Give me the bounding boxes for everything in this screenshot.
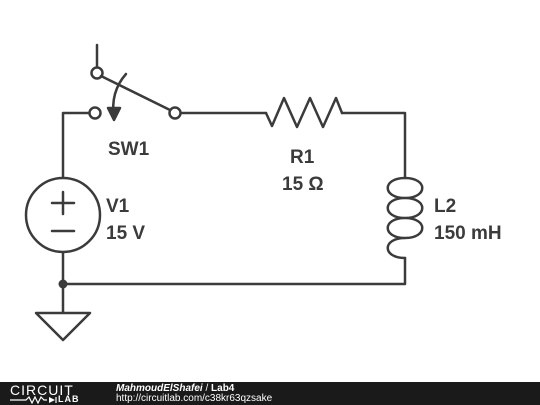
ground-symbol [34,311,92,342]
switch-right-terminal [168,106,182,120]
footer-bar: CIRCUIT LAB MahmoudElShafei / Lab4 http:… [0,382,540,405]
title-separator: / [202,383,212,394]
wire-resistor-to-inductor [340,111,407,180]
switch-arrow-head [106,106,122,122]
logo-resistor-icon [10,396,57,404]
inductor-label: L2 [434,196,456,217]
project-name-link[interactable]: Lab4 [211,383,235,394]
logo-text-top: CIRCUIT [10,382,74,398]
wire-inductor-to-bottom [61,256,407,286]
resistor-label: R1 [290,147,315,168]
inductor-value: 150 mH [434,223,502,244]
footer-info: MahmoudElShafei / Lab4 http://circuitlab… [116,384,272,404]
switch-left-terminal [88,106,102,120]
source-value: 15 V [106,223,145,244]
wire-left-top [61,111,91,180]
inductor-coil [386,176,424,260]
switch-actuator-pivot [90,66,104,80]
switch-blade [99,74,172,112]
resistor-zigzag [264,96,344,129]
switch-label: SW1 [108,139,150,160]
circuitlab-logo[interactable]: CIRCUIT LAB [10,383,96,404]
circuit-diagram: SW1 R1 15 Ω V1 15 V L2 150 mH [24,43,502,342]
project-url-link[interactable]: http://circuitlab.com/c38kr63qzsake [116,393,273,404]
ground-junction-dot [58,279,68,289]
resistor-value: 15 Ω [282,174,324,195]
source-label: V1 [106,196,130,217]
footer-title-line: MahmoudElShafei / Lab4 [116,384,272,394]
author-link[interactable]: MahmoudElShafei [116,383,203,394]
logo-text-bottom: LAB [58,394,80,404]
